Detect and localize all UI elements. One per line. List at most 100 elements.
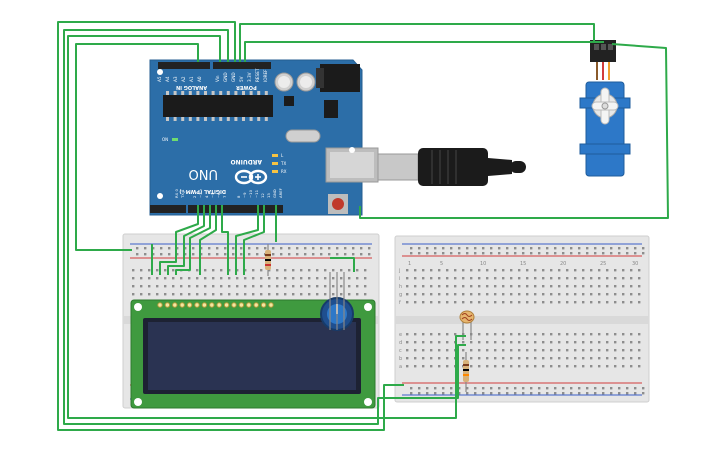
pin-label-9: ~9 <box>242 192 247 198</box>
hole <box>430 333 433 336</box>
hole <box>268 293 271 296</box>
hole <box>288 247 291 250</box>
hole <box>570 252 573 255</box>
hole <box>406 357 409 360</box>
hole <box>406 293 409 296</box>
hole <box>510 349 513 352</box>
hole <box>566 301 569 304</box>
usb-cable[interactable] <box>377 148 526 186</box>
photoresistor[interactable] <box>459 310 475 340</box>
hole <box>530 247 533 250</box>
hole <box>232 253 235 256</box>
wire-d2 <box>159 205 199 275</box>
hole <box>348 293 351 296</box>
lcd-pin[interactable] <box>246 302 252 308</box>
lcd-mount-hole <box>364 303 372 311</box>
hole <box>558 269 561 272</box>
hole <box>642 252 645 255</box>
hole <box>216 247 219 250</box>
hole <box>502 349 505 352</box>
lcd-pin[interactable] <box>157 302 163 308</box>
wire-d12 <box>243 205 265 275</box>
hole <box>626 252 629 255</box>
hole <box>598 293 601 296</box>
hole <box>574 357 577 360</box>
lcd-pin[interactable] <box>260 302 267 308</box>
hole <box>300 293 303 296</box>
pin-label-aref: AREF <box>278 188 283 198</box>
hole <box>606 357 609 360</box>
servo-motor[interactable] <box>579 40 631 177</box>
hole <box>256 247 259 250</box>
hole <box>614 349 617 352</box>
hole <box>542 293 545 296</box>
hole <box>642 387 645 390</box>
lcd-pin[interactable] <box>231 302 237 308</box>
hole <box>550 301 553 304</box>
hole <box>410 387 413 390</box>
hole <box>226 91 230 95</box>
hole <box>510 301 513 304</box>
lcd-pin[interactable] <box>179 302 185 308</box>
hole <box>340 285 343 288</box>
lcd-pin[interactable] <box>238 302 245 308</box>
hole <box>211 91 215 95</box>
potentiometer[interactable] <box>320 272 354 331</box>
hole <box>526 285 529 288</box>
arduino-logo-icon <box>234 169 268 185</box>
dc-power-jack[interactable] <box>320 64 360 92</box>
hole <box>598 301 601 304</box>
hole <box>518 333 521 336</box>
lcd-pin[interactable] <box>253 302 259 308</box>
hole <box>462 285 465 288</box>
lcd-pin[interactable] <box>164 302 171 308</box>
hole <box>578 252 581 255</box>
hole <box>598 277 601 280</box>
hole <box>558 349 561 352</box>
lcd-pin[interactable] <box>209 302 215 308</box>
hole <box>518 365 521 368</box>
hole <box>470 365 473 368</box>
hole <box>418 252 421 255</box>
lcd-pin[interactable] <box>216 302 222 308</box>
wire-d13 <box>221 205 229 275</box>
hole <box>324 269 327 272</box>
hole <box>148 285 151 288</box>
lcd-pin[interactable] <box>268 302 274 308</box>
hole <box>550 357 553 360</box>
lcd-module[interactable] <box>130 299 376 409</box>
arduino-model-label: UNO <box>189 166 218 181</box>
hole <box>328 247 331 250</box>
hole <box>406 341 409 344</box>
lcd-pin[interactable] <box>194 302 200 308</box>
lcd-pin[interactable] <box>172 302 178 308</box>
resistor-lcd-backlight[interactable] <box>265 244 271 276</box>
hole <box>638 277 641 280</box>
wires[interactable] <box>57 21 669 431</box>
hole <box>188 91 192 95</box>
led-label-l: L <box>281 153 284 158</box>
lcd-pin[interactable] <box>186 302 193 308</box>
wire-d4 <box>175 205 211 275</box>
hole <box>502 341 505 344</box>
hole <box>446 333 449 336</box>
hole <box>550 293 553 296</box>
lcd-pin[interactable] <box>223 302 230 308</box>
hole <box>148 269 151 272</box>
lcd-pin[interactable] <box>201 302 208 308</box>
hole <box>292 293 295 296</box>
hole <box>558 293 561 296</box>
hole <box>570 392 573 395</box>
arduino-uno[interactable]: A5 A4 A3 A2 A1 A0 Vin GND GND 5V 3.3V RE… <box>149 59 379 216</box>
breadboard-right[interactable]: j i h g f e d c b a 1 5 10 15 20 25 30 <box>394 235 650 403</box>
hole <box>582 301 585 304</box>
hole <box>630 349 633 352</box>
hole <box>590 349 593 352</box>
hole <box>236 293 239 296</box>
hole <box>280 253 283 256</box>
lcd-mount-hole <box>134 303 142 311</box>
hole <box>638 293 641 296</box>
hole <box>438 285 441 288</box>
hole <box>478 277 481 280</box>
resistor-ldr-divider[interactable] <box>463 352 469 392</box>
